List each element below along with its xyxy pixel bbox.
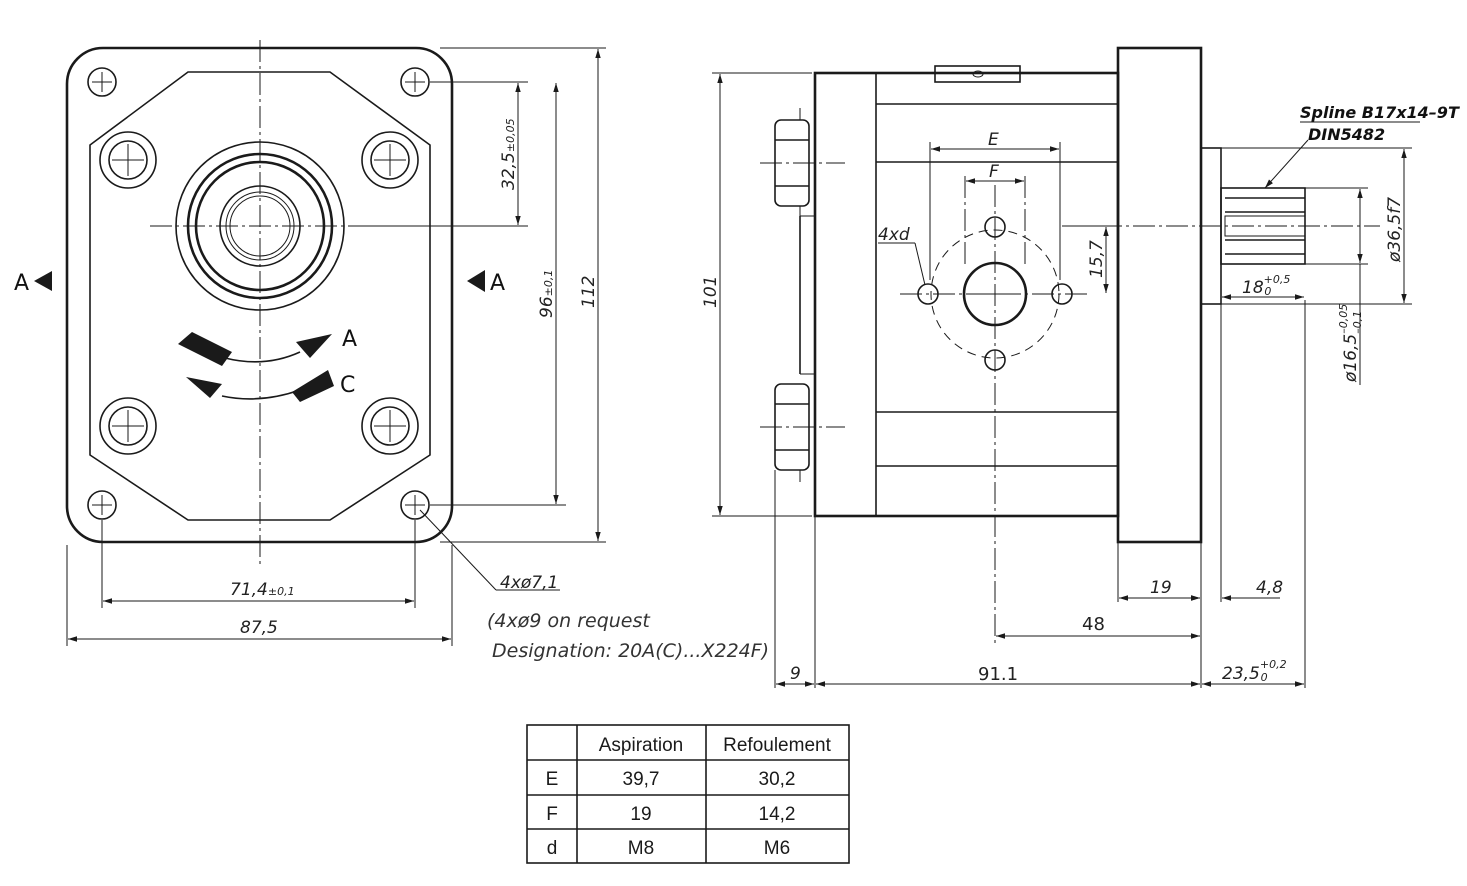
table-cell: 14,2	[759, 804, 796, 825]
dim-overall-width: 87,5	[240, 618, 278, 638]
front-view: A C A A 71,4±0,1 87,5 32,5±0,05 96±0,1 1…	[14, 40, 769, 662]
body-outline	[89, 71, 431, 521]
rear-nut-bottom	[760, 373, 845, 482]
flange-hole-group	[87, 67, 430, 520]
table-cell: M8	[628, 838, 654, 859]
rotation-label-c: C	[340, 373, 355, 398]
dim-overall-height: 112	[579, 276, 599, 308]
dim-port-position: 48	[1082, 614, 1105, 635]
spline-spec: Spline B17x14–9T	[1300, 103, 1460, 122]
table-header-aspiration: Aspiration	[599, 735, 684, 756]
side-view: E F 4xd 15,7 101 Spline B17x14–9T DIN548…	[701, 46, 1460, 688]
spline-standard: DIN5482	[1308, 125, 1385, 144]
rotation-label-a: A	[342, 327, 357, 352]
hole-callout: 4xø7,1	[500, 573, 558, 593]
dim-body-height: 101	[701, 276, 721, 308]
section-marker-left: A	[14, 271, 29, 296]
dim-pilot-length: 4,8	[1256, 578, 1283, 598]
rotation-arrows	[178, 332, 334, 402]
port	[900, 142, 1090, 645]
mounting-flange	[1116, 46, 1203, 544]
dim-f: F	[989, 162, 999, 182]
dim-e: E	[988, 130, 999, 150]
dim-port-offset: 15,7	[1087, 240, 1107, 278]
port-table: Aspiration Refoulement E 39,7 30,2 F 19 …	[526, 724, 850, 864]
dim-pilot-diameter: ø36,5f7	[1385, 197, 1405, 263]
table-row-label: d	[547, 838, 558, 859]
note-line-2: Designation: 20A(C)...X224F)	[492, 640, 769, 662]
table-row-label: F	[546, 804, 558, 825]
table-row-label: E	[546, 769, 559, 790]
note-line-1: (4xø9 on request	[487, 610, 651, 632]
dim-flange-thickness: 19	[1150, 578, 1172, 598]
table-header-refoulement: Refoulement	[723, 735, 831, 756]
table-cell: 30,2	[759, 769, 796, 790]
nameplate	[934, 65, 1021, 83]
dim-center-offset: 32,5±0,05	[499, 118, 519, 190]
dim-spline-diameter: ø16,5–0,05–0,1	[1337, 304, 1364, 383]
section-marker-right: A	[490, 271, 505, 296]
table-cell: 39,7	[623, 769, 660, 790]
dim-nut-protrusion: 9	[790, 664, 801, 684]
bolt-hole-group	[99, 131, 419, 455]
section-arrow-right-icon	[467, 270, 485, 292]
rear-nut-top	[760, 108, 845, 217]
table-cell: 19	[630, 804, 651, 825]
table-cell: M6	[764, 838, 790, 859]
thread-callout: 4xd	[878, 225, 910, 245]
dim-body-length: 91.1	[978, 664, 1018, 685]
section-arrow-left-icon	[34, 271, 52, 291]
shaft-bore	[175, 141, 345, 311]
dim-hole-spacing: 71,4±0,1	[230, 580, 295, 600]
dim-hole-height: 96±0,1	[537, 270, 557, 318]
